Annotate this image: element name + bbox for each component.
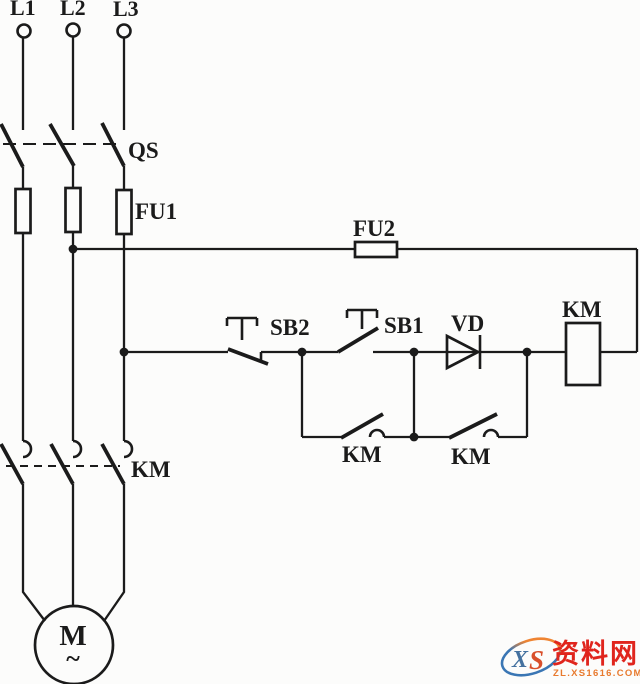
control-fuse-fu2 — [353, 240, 399, 259]
watermark: X S 资料网 ZL.XS1616.COM — [500, 637, 640, 679]
phase-wires-top — [21, 37, 126, 130]
sb1-label: SB1 — [384, 313, 424, 338]
qs-label: QS — [128, 138, 159, 163]
diode-vd — [445, 333, 482, 371]
fu1-label: FU1 — [135, 199, 177, 224]
phase-label-l2: L2 — [60, 0, 86, 20]
motor-ac-tilde: ~ — [66, 644, 80, 673]
start-button-sb1 — [337, 308, 379, 354]
sb2-label: SB2 — [270, 315, 310, 340]
watermark-site-url: ZL.XS1616.COM — [553, 668, 640, 679]
junction-dots — [68, 244, 532, 442]
watermark-site-name: 资料网 — [552, 639, 639, 669]
supply-terminals — [16, 22, 132, 39]
main-fuse-fu1 — [14, 186, 133, 236]
km-aux1-label: KM — [342, 442, 382, 467]
watermark-logo-s: S — [529, 645, 544, 675]
shorting-contact-km2 — [448, 412, 500, 440]
km-main-label: KM — [131, 457, 171, 482]
phase-label-l1: L1 — [10, 0, 36, 20]
latch-contact-km1 — [340, 412, 386, 440]
main-contacts-km — [0, 439, 134, 485]
disconnect-switch-qs — [0, 122, 126, 168]
vd-label: VD — [451, 311, 484, 336]
stop-button-sb2 — [225, 316, 269, 366]
watermark-logo-x: X — [511, 647, 529, 673]
branch-wires — [300, 352, 529, 437]
watermark-logo-ellipse — [500, 637, 562, 677]
motor-symbol — [33, 604, 115, 684]
fu2-label: FU2 — [353, 216, 395, 241]
motor-feed-wires — [21, 484, 126, 622]
km-aux2-label: KM — [451, 444, 491, 469]
motor-label: M — [59, 620, 86, 652]
contactor-coil-km — [564, 321, 602, 387]
km-coil-label: KM — [562, 297, 602, 322]
phase-label-l3: L3 — [113, 0, 139, 21]
